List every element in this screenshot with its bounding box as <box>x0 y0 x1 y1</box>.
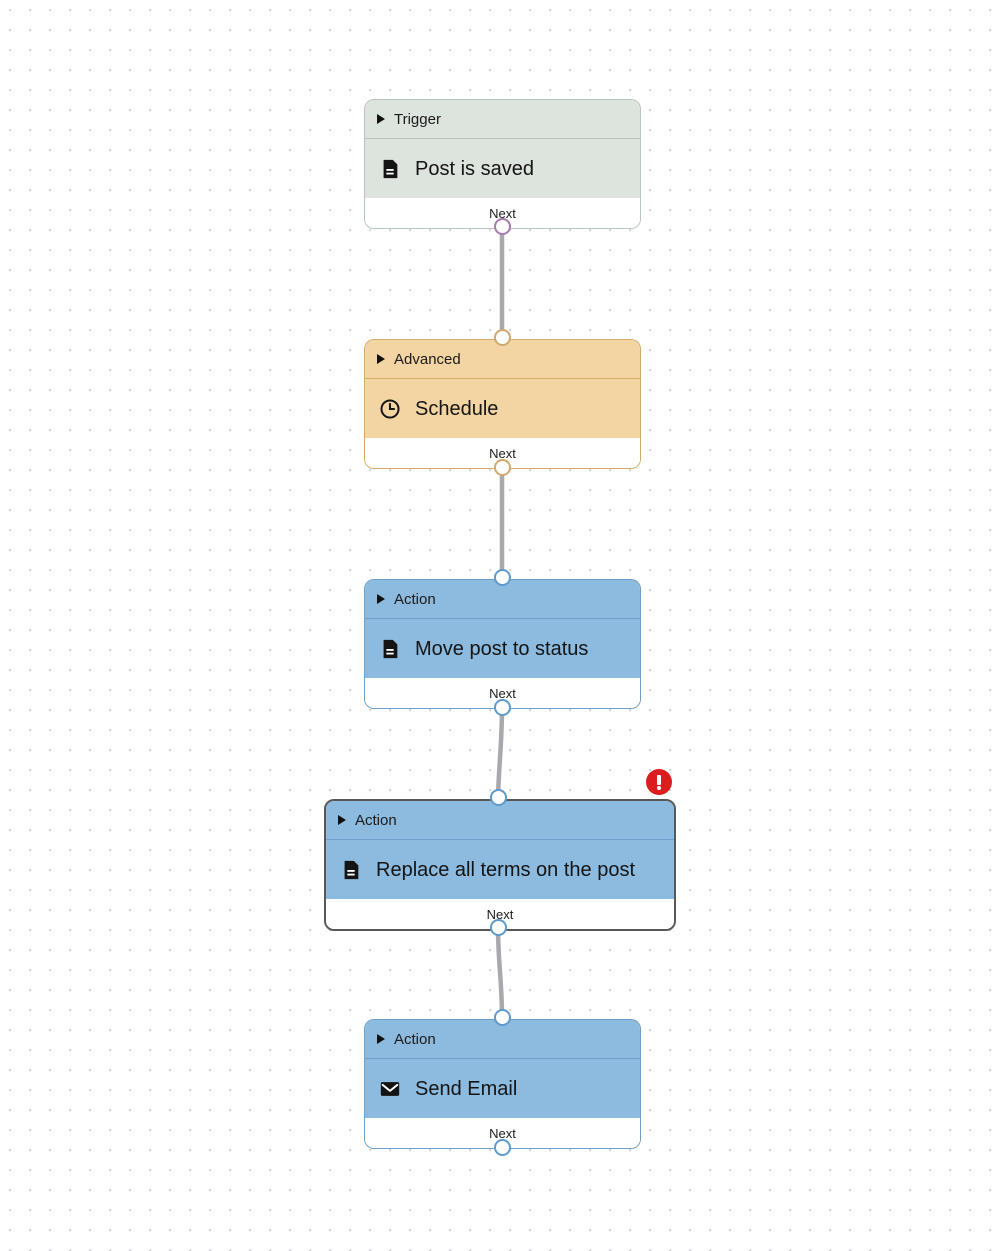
node-category-label: Action <box>394 590 436 608</box>
edge-replace-terms-to-send-email <box>495 926 505 1018</box>
node-header[interactable]: Trigger <box>365 100 640 139</box>
node-error-badge[interactable] <box>646 769 672 795</box>
node-body[interactable]: Move post to status <box>365 619 640 678</box>
port-in-action-move-post-to-status[interactable] <box>494 569 511 586</box>
node-title: Move post to status <box>415 637 589 660</box>
chevron-right-icon[interactable] <box>377 1034 385 1044</box>
chevron-right-icon[interactable] <box>377 354 385 364</box>
node-trigger-post-is-saved[interactable]: Trigger Post is saved Next <box>364 99 641 229</box>
port-in-advanced-schedule[interactable] <box>494 329 511 346</box>
chevron-right-icon[interactable] <box>377 594 385 604</box>
port-out-action-replace-all-terms[interactable] <box>490 919 507 936</box>
clock-icon <box>380 398 400 419</box>
node-title: Schedule <box>415 397 499 420</box>
node-action-replace-all-terms[interactable]: Action Replace all terms on the post Nex… <box>324 799 676 931</box>
port-in-action-replace-all-terms[interactable] <box>490 789 507 806</box>
document-icon <box>383 639 398 658</box>
node-next-label: Next <box>326 899 674 929</box>
node-header[interactable]: Action <box>326 801 674 840</box>
node-action-move-post-to-status[interactable]: Action Move post to status Next <box>364 579 641 709</box>
node-category-label: Trigger <box>394 110 441 128</box>
document-icon <box>344 860 359 879</box>
document-icon <box>383 159 398 178</box>
chevron-right-icon[interactable] <box>377 114 385 124</box>
edge-move-post-to-replace-terms <box>495 706 505 798</box>
node-header[interactable]: Advanced <box>365 340 640 379</box>
error-exclamation-icon <box>657 775 661 785</box>
node-body[interactable]: Post is saved <box>365 139 640 198</box>
chevron-right-icon[interactable] <box>338 815 346 825</box>
error-exclamation-dot <box>657 786 661 790</box>
port-out-trigger-post-is-saved[interactable] <box>494 218 511 235</box>
node-category-label: Action <box>394 1030 436 1048</box>
node-body[interactable]: Schedule <box>365 379 640 438</box>
port-in-action-send-email[interactable] <box>494 1009 511 1026</box>
port-out-advanced-schedule[interactable] <box>494 459 511 476</box>
node-title: Post is saved <box>415 157 534 180</box>
node-header[interactable]: Action <box>365 1020 640 1059</box>
node-header[interactable]: Action <box>365 580 640 619</box>
node-body[interactable]: Send Email <box>365 1059 640 1118</box>
node-category-label: Advanced <box>394 350 461 368</box>
node-title: Send Email <box>415 1077 518 1100</box>
node-category-label: Action <box>355 811 397 829</box>
envelope-icon <box>380 1081 400 1096</box>
port-out-action-send-email[interactable] <box>494 1139 511 1156</box>
node-body[interactable]: Replace all terms on the post <box>326 840 674 899</box>
node-action-send-email[interactable]: Action Send Email Next <box>364 1019 641 1149</box>
node-advanced-schedule[interactable]: Advanced Schedule Next <box>364 339 641 469</box>
node-title: Replace all terms on the post <box>376 858 636 881</box>
port-out-action-move-post-to-status[interactable] <box>494 699 511 716</box>
